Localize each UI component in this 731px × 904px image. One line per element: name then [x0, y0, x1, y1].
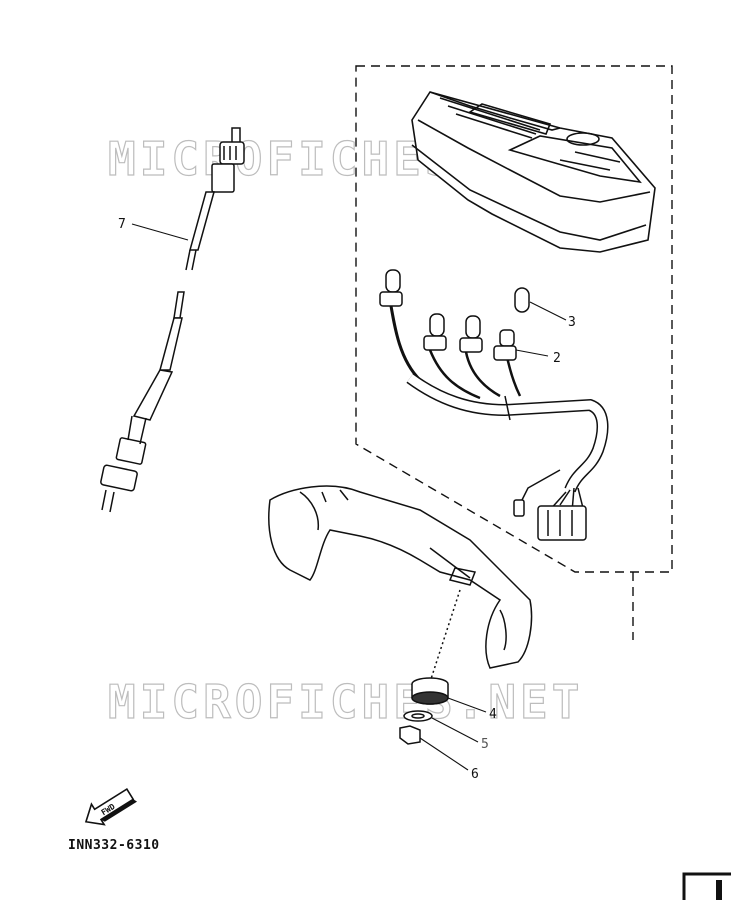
meter-bracket [268, 485, 533, 683]
watermark-bottom: MICROFICHES.NET [108, 675, 583, 729]
callout-2: 2 [553, 351, 561, 366]
fwd-arrow-icon: FWD [84, 788, 138, 826]
corner-mark-stem [716, 880, 722, 900]
leader-lines [131, 223, 567, 771]
bulb-socket-harness [379, 269, 609, 541]
speedometer-cable [100, 127, 245, 513]
corner-mark [682, 872, 731, 900]
callout-4: 4 [489, 707, 497, 722]
drawing-code: INN332-6310 [68, 838, 160, 853]
callout-3: 3 [568, 315, 576, 330]
callout-6: 6 [471, 767, 479, 782]
callout-5: 5 [481, 737, 489, 752]
callout-7: 7 [118, 217, 126, 232]
grommet-washer-nut [399, 677, 449, 745]
meter-assembly [411, 91, 656, 253]
assembly-boundary [355, 65, 673, 573]
